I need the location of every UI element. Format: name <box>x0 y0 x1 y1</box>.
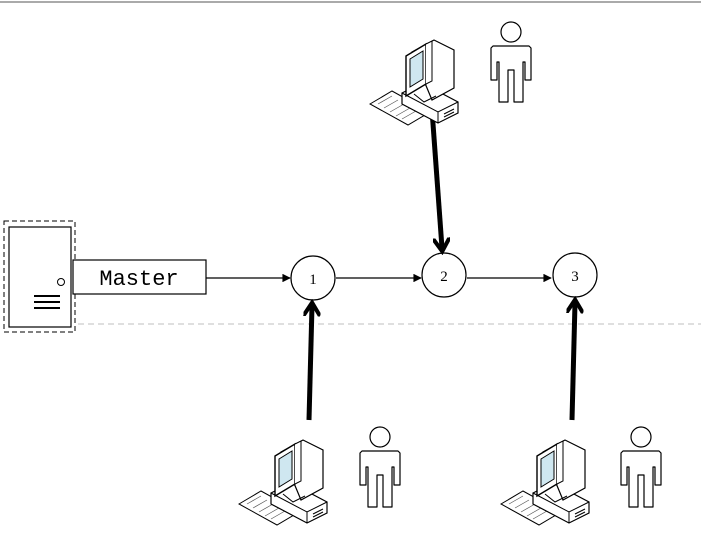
bottom-left-client <box>238 426 401 526</box>
user-icon <box>620 426 662 508</box>
top-client <box>369 21 532 126</box>
bottom-right-client <box>500 426 662 526</box>
edge-client-to-3 <box>572 303 575 421</box>
desktop-computer-icon <box>238 439 328 526</box>
master-label: Master <box>99 267 178 292</box>
node-2-label: 2 <box>440 269 448 285</box>
user-icon <box>359 426 401 508</box>
node-1: 1 <box>290 255 336 301</box>
edge-client-to-2 <box>429 109 442 248</box>
server-icon <box>3 220 76 333</box>
master-box: Master <box>72 259 207 295</box>
desktop-computer-icon <box>369 39 459 126</box>
node-1-label: 1 <box>309 272 317 288</box>
node-3: 3 <box>552 252 598 298</box>
edge-client-to-1 <box>309 306 312 421</box>
user-icon <box>490 21 532 103</box>
desktop-computer-icon <box>500 439 590 526</box>
node-2: 2 <box>421 252 467 298</box>
node-3-label: 3 <box>571 269 579 285</box>
